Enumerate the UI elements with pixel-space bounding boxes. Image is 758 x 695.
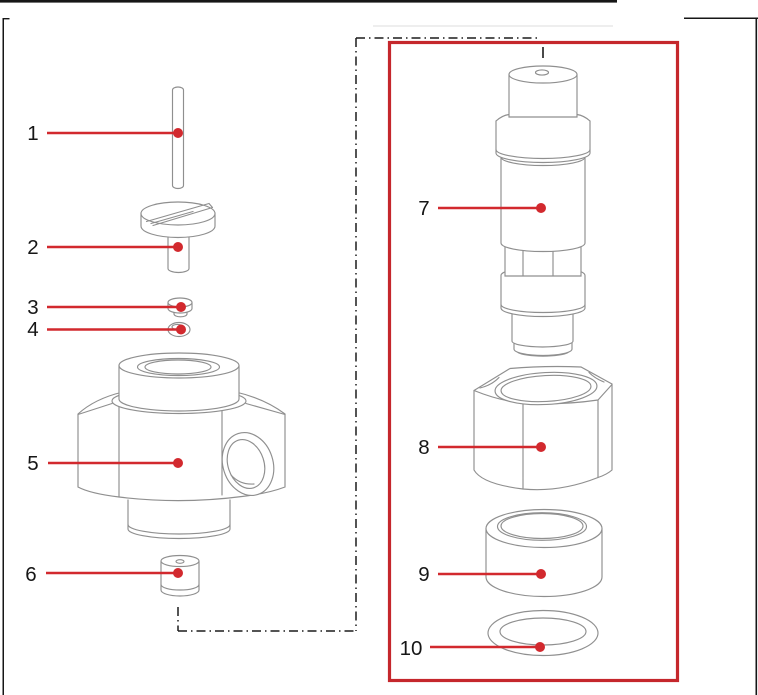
leader-dot (173, 128, 183, 138)
leader-dot (535, 642, 545, 652)
part-6-lower-plug (160, 554, 200, 597)
part-8-hex-cap-nut (473, 365, 613, 491)
callout-number: 6 (25, 563, 36, 586)
callout-gland-ring: 9 (418, 563, 546, 586)
callout-hex-cap-nut: 8 (418, 436, 546, 459)
callout-number: 9 (418, 563, 429, 586)
highlight-box (387, 40, 680, 683)
leader-dot (176, 302, 186, 312)
assembly-boundary (177, 37, 540, 632)
callout-number: 8 (418, 436, 429, 459)
leader-dot (173, 242, 183, 252)
callout-small-plug-screw: 3 (27, 296, 186, 319)
part-10-o-ring (487, 609, 599, 657)
callout-number: 5 (27, 452, 38, 475)
callout-valve-body: 5 (27, 452, 183, 475)
callout-number: 3 (27, 296, 38, 319)
callout-slotted-plug: 2 (27, 236, 183, 259)
callout-number: 7 (418, 197, 429, 220)
callout-o-ring: 10 (400, 637, 545, 660)
part-5-valve-body (77, 352, 286, 540)
callout-number: 10 (400, 637, 423, 660)
callout-number: 4 (27, 318, 38, 341)
callout-number: 1 (27, 122, 38, 145)
leader-dot (173, 568, 183, 578)
part-2-slotted-plug (140, 201, 216, 274)
leader-dot (536, 203, 546, 213)
callout-valve-cartridge: 7 (418, 197, 546, 220)
leader-dot (536, 569, 546, 579)
part-9-gland-ring (485, 508, 603, 598)
callout-layer: 1 2 34 5 6 7 8 9 10 (25, 122, 546, 660)
leader-dot (173, 458, 183, 468)
callout-number: 2 (27, 236, 38, 259)
leader-dot (176, 324, 186, 335)
callout-stem-pin-rod: 1 (27, 122, 183, 145)
callout-washer-seal: 4 (27, 318, 186, 341)
leader-dot (536, 442, 546, 452)
callout-lower-plug: 6 (25, 563, 183, 586)
